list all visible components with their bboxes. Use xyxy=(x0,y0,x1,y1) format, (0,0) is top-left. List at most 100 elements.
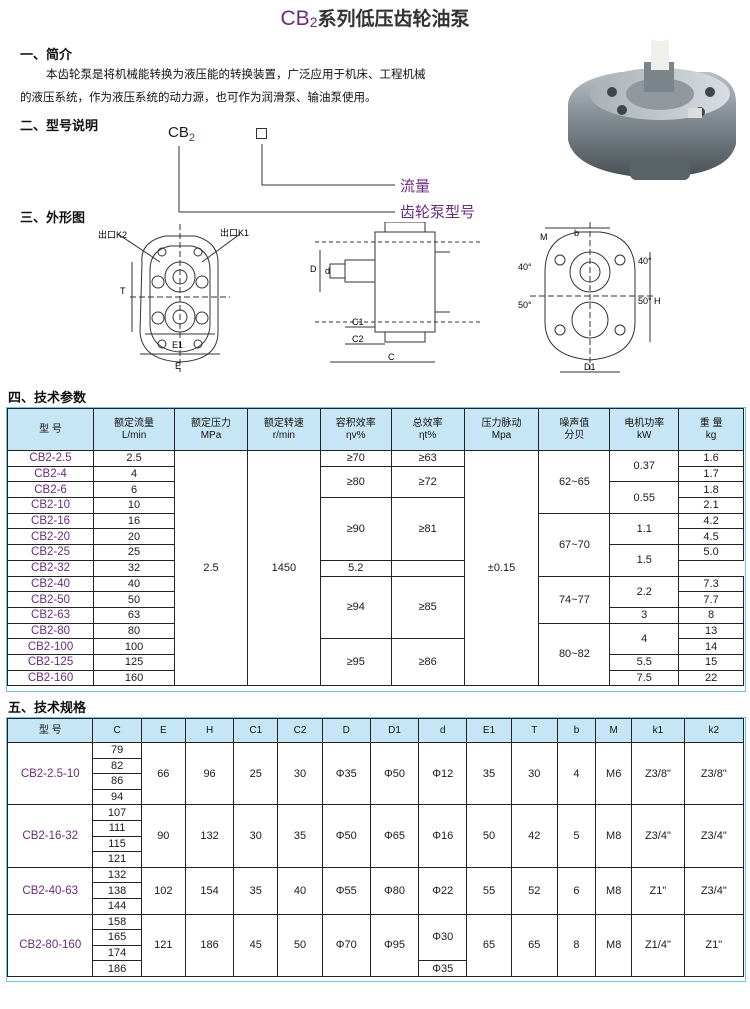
flow-cell: 10 xyxy=(93,497,176,514)
model-cell: CB2-80 xyxy=(6,622,95,640)
model-cell: CB2-16 xyxy=(6,512,95,530)
spec-h-cell: 96 xyxy=(184,741,235,806)
specs-header-cell: d xyxy=(418,718,468,743)
spec-d1-cell: Φ50 xyxy=(369,741,420,806)
dim-h-label: H xyxy=(654,296,661,306)
spec-k1-cell: Z1" xyxy=(631,866,685,915)
flow-cell: 40 xyxy=(93,575,176,593)
spec-c-cell: 132 xyxy=(92,866,142,884)
spec-b-cell: 5 xyxy=(556,804,597,868)
spec-d-cell: Φ12 xyxy=(418,741,468,806)
angle-50-right: 50° xyxy=(638,296,652,306)
side-view xyxy=(315,222,480,363)
spec-d-cell: Φ70 xyxy=(321,913,371,977)
speed-cell: 1450 xyxy=(246,449,321,687)
model-cell: CB2-20 xyxy=(6,528,95,546)
weight-cell: 5.2 xyxy=(319,559,392,577)
dim-d-label: D xyxy=(310,264,317,274)
spec-m-cell: M6 xyxy=(595,741,633,806)
power-cell: 5.5 xyxy=(609,653,680,671)
weight-cell: 1.7 xyxy=(678,465,744,483)
weight-cell: 7.3 xyxy=(678,575,744,593)
specs-row: 174 xyxy=(8,944,744,962)
spec-e-cell: 90 xyxy=(140,804,186,868)
flow-cell: 160 xyxy=(93,669,176,687)
spec-t-cell: 52 xyxy=(510,866,558,915)
specs-header-cell: D xyxy=(321,718,371,743)
model-cell: CB2-25 xyxy=(6,544,95,561)
tot-eff-cell: ≥86 xyxy=(390,638,465,687)
specs-header-cell: b xyxy=(556,718,597,743)
spec-t-cell: 42 xyxy=(510,804,558,868)
noise-cell: 67~70 xyxy=(538,512,611,577)
flow-cell: 63 xyxy=(93,606,176,624)
params-header-cell: 型 号 xyxy=(6,408,95,451)
dim-d1-label: D1 xyxy=(584,362,596,372)
dim-b-label: b xyxy=(574,228,579,238)
weight-cell: 8 xyxy=(678,606,744,624)
weight-cell: 14 xyxy=(678,638,744,655)
flow-cell: 125 xyxy=(93,653,176,671)
model-cell: CB2-10 xyxy=(6,497,95,514)
spec-k2-cell: Z1" xyxy=(683,913,745,977)
vol-eff-cell: ≥70 xyxy=(319,450,392,467)
spec-m-cell: M8 xyxy=(595,866,633,915)
weight-cell: 2.1 xyxy=(678,497,744,514)
spec-k2-cell: Z3/4" xyxy=(683,866,745,915)
noise-cell: 80~82 xyxy=(538,622,611,687)
spec-model-cell: CB2-80-160 xyxy=(6,913,94,977)
spec-d-cell: Φ35 xyxy=(321,741,371,806)
spec-m-cell: M8 xyxy=(595,913,633,977)
outlet-k2-label: 出口K2 xyxy=(98,229,127,240)
noise-cell: 62~65 xyxy=(538,450,611,514)
spec-c1-cell: 35 xyxy=(233,866,279,915)
model-cell: CB2-6 xyxy=(6,481,95,499)
spec-model-cell: CB2-16-32 xyxy=(6,804,94,868)
intro-line-2: 的液压系统，作为液压系统的动力源，也可作为润滑泵、输油泵使用。 xyxy=(20,90,377,104)
vol-eff-cell: ≥94 xyxy=(319,575,392,640)
spec-c2-cell: 30 xyxy=(277,741,323,806)
model-cell: CB2-63 xyxy=(6,606,95,624)
dim-e-label: E xyxy=(175,361,181,371)
specs-header-cell: H xyxy=(184,718,235,743)
power-cell: 4 xyxy=(609,622,680,655)
model-cell: CB2-50 xyxy=(6,591,95,608)
spec-c-cell: 138 xyxy=(92,882,142,899)
dim-c2-label: C2 xyxy=(352,334,364,344)
spec-m-cell: M8 xyxy=(595,804,633,868)
front-view xyxy=(117,224,241,372)
spec-model-cell: CB2-2.5-10 xyxy=(6,741,94,806)
power-cell: 1.5 xyxy=(609,544,680,577)
model-leader-lines xyxy=(178,144,395,213)
spec-c1-cell: 45 xyxy=(233,913,279,977)
flow-cell: 50 xyxy=(93,591,176,608)
model-cell: CB2-100 xyxy=(6,638,95,655)
specs-header-cell: E1 xyxy=(466,718,512,743)
title-code: CB2 xyxy=(280,7,318,30)
model-code: CB2 xyxy=(168,124,195,144)
spec-k1-cell: Z3/4" xyxy=(631,804,685,868)
spec-d-cell: Φ55 xyxy=(321,866,371,915)
weight-cell: 4.5 xyxy=(678,528,744,546)
model-cell: CB2-2.5 xyxy=(6,450,95,467)
spec-c2-cell: 50 xyxy=(277,913,323,977)
flow-cell: 2.5 xyxy=(93,450,176,467)
dim-t-label: T xyxy=(120,286,126,296)
weight-cell: 15 xyxy=(678,653,744,671)
model-heading: 二、型号说明 xyxy=(20,119,99,134)
specs-header-cell: C1 xyxy=(233,718,279,743)
